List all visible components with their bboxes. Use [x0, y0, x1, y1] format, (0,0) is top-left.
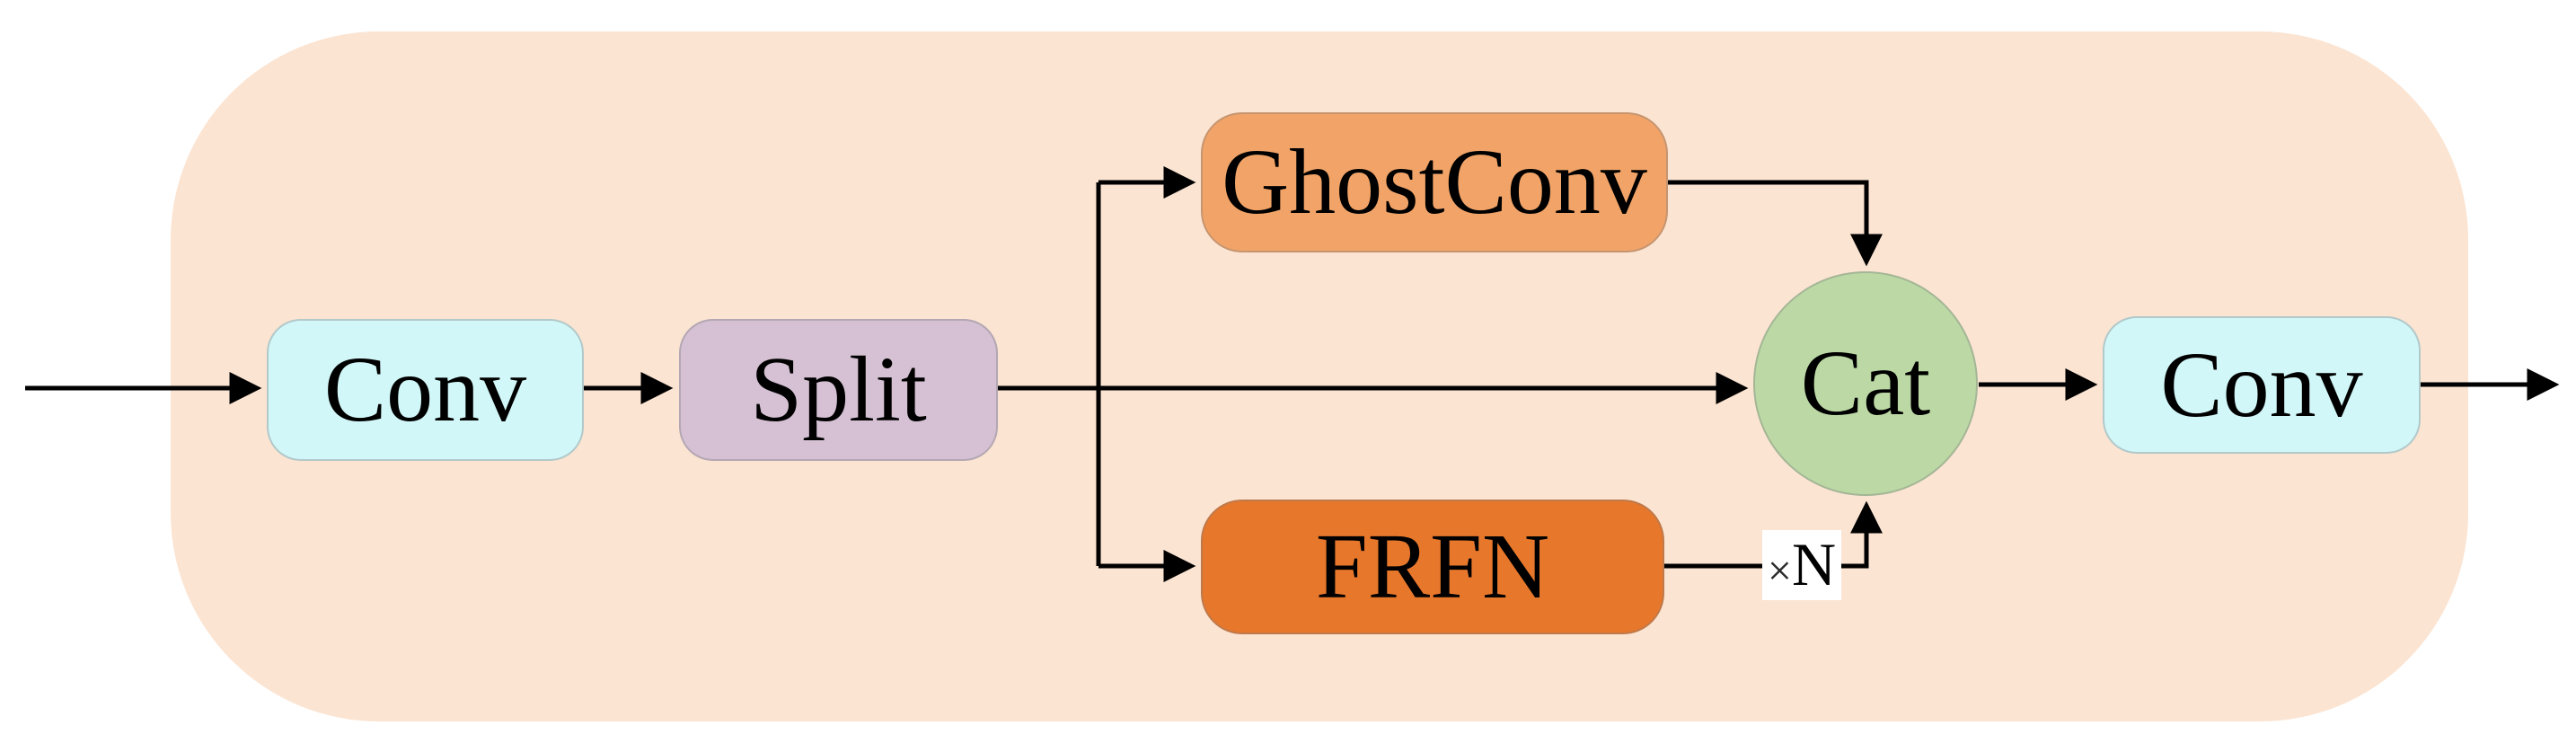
repeat-n-badge: ×N — [1762, 530, 1841, 600]
node-cat-label: Cat — [1800, 332, 1931, 435]
node-conv-out: Conv — [2103, 316, 2421, 454]
node-conv-out-label: Conv — [2160, 332, 2363, 437]
node-frfn: FRFN — [1201, 500, 1664, 634]
repeat-count-label: N — [1791, 530, 1837, 598]
node-ghostconv: GhostConv — [1201, 112, 1668, 252]
node-frfn-label: FRFN — [1315, 515, 1550, 618]
node-conv-in: Conv — [267, 319, 584, 461]
edge-frfn-to-cat — [1663, 500, 1883, 569]
node-split-label: Split — [750, 338, 927, 441]
node-split: Split — [679, 319, 998, 461]
node-ghostconv-label: GhostConv — [1222, 130, 1647, 234]
node-conv-in-label: Conv — [323, 338, 527, 441]
times-symbol: × — [1767, 547, 1792, 595]
node-cat: Cat — [1753, 271, 1978, 496]
edge-ghostconv-to-cat — [1666, 180, 1883, 267]
